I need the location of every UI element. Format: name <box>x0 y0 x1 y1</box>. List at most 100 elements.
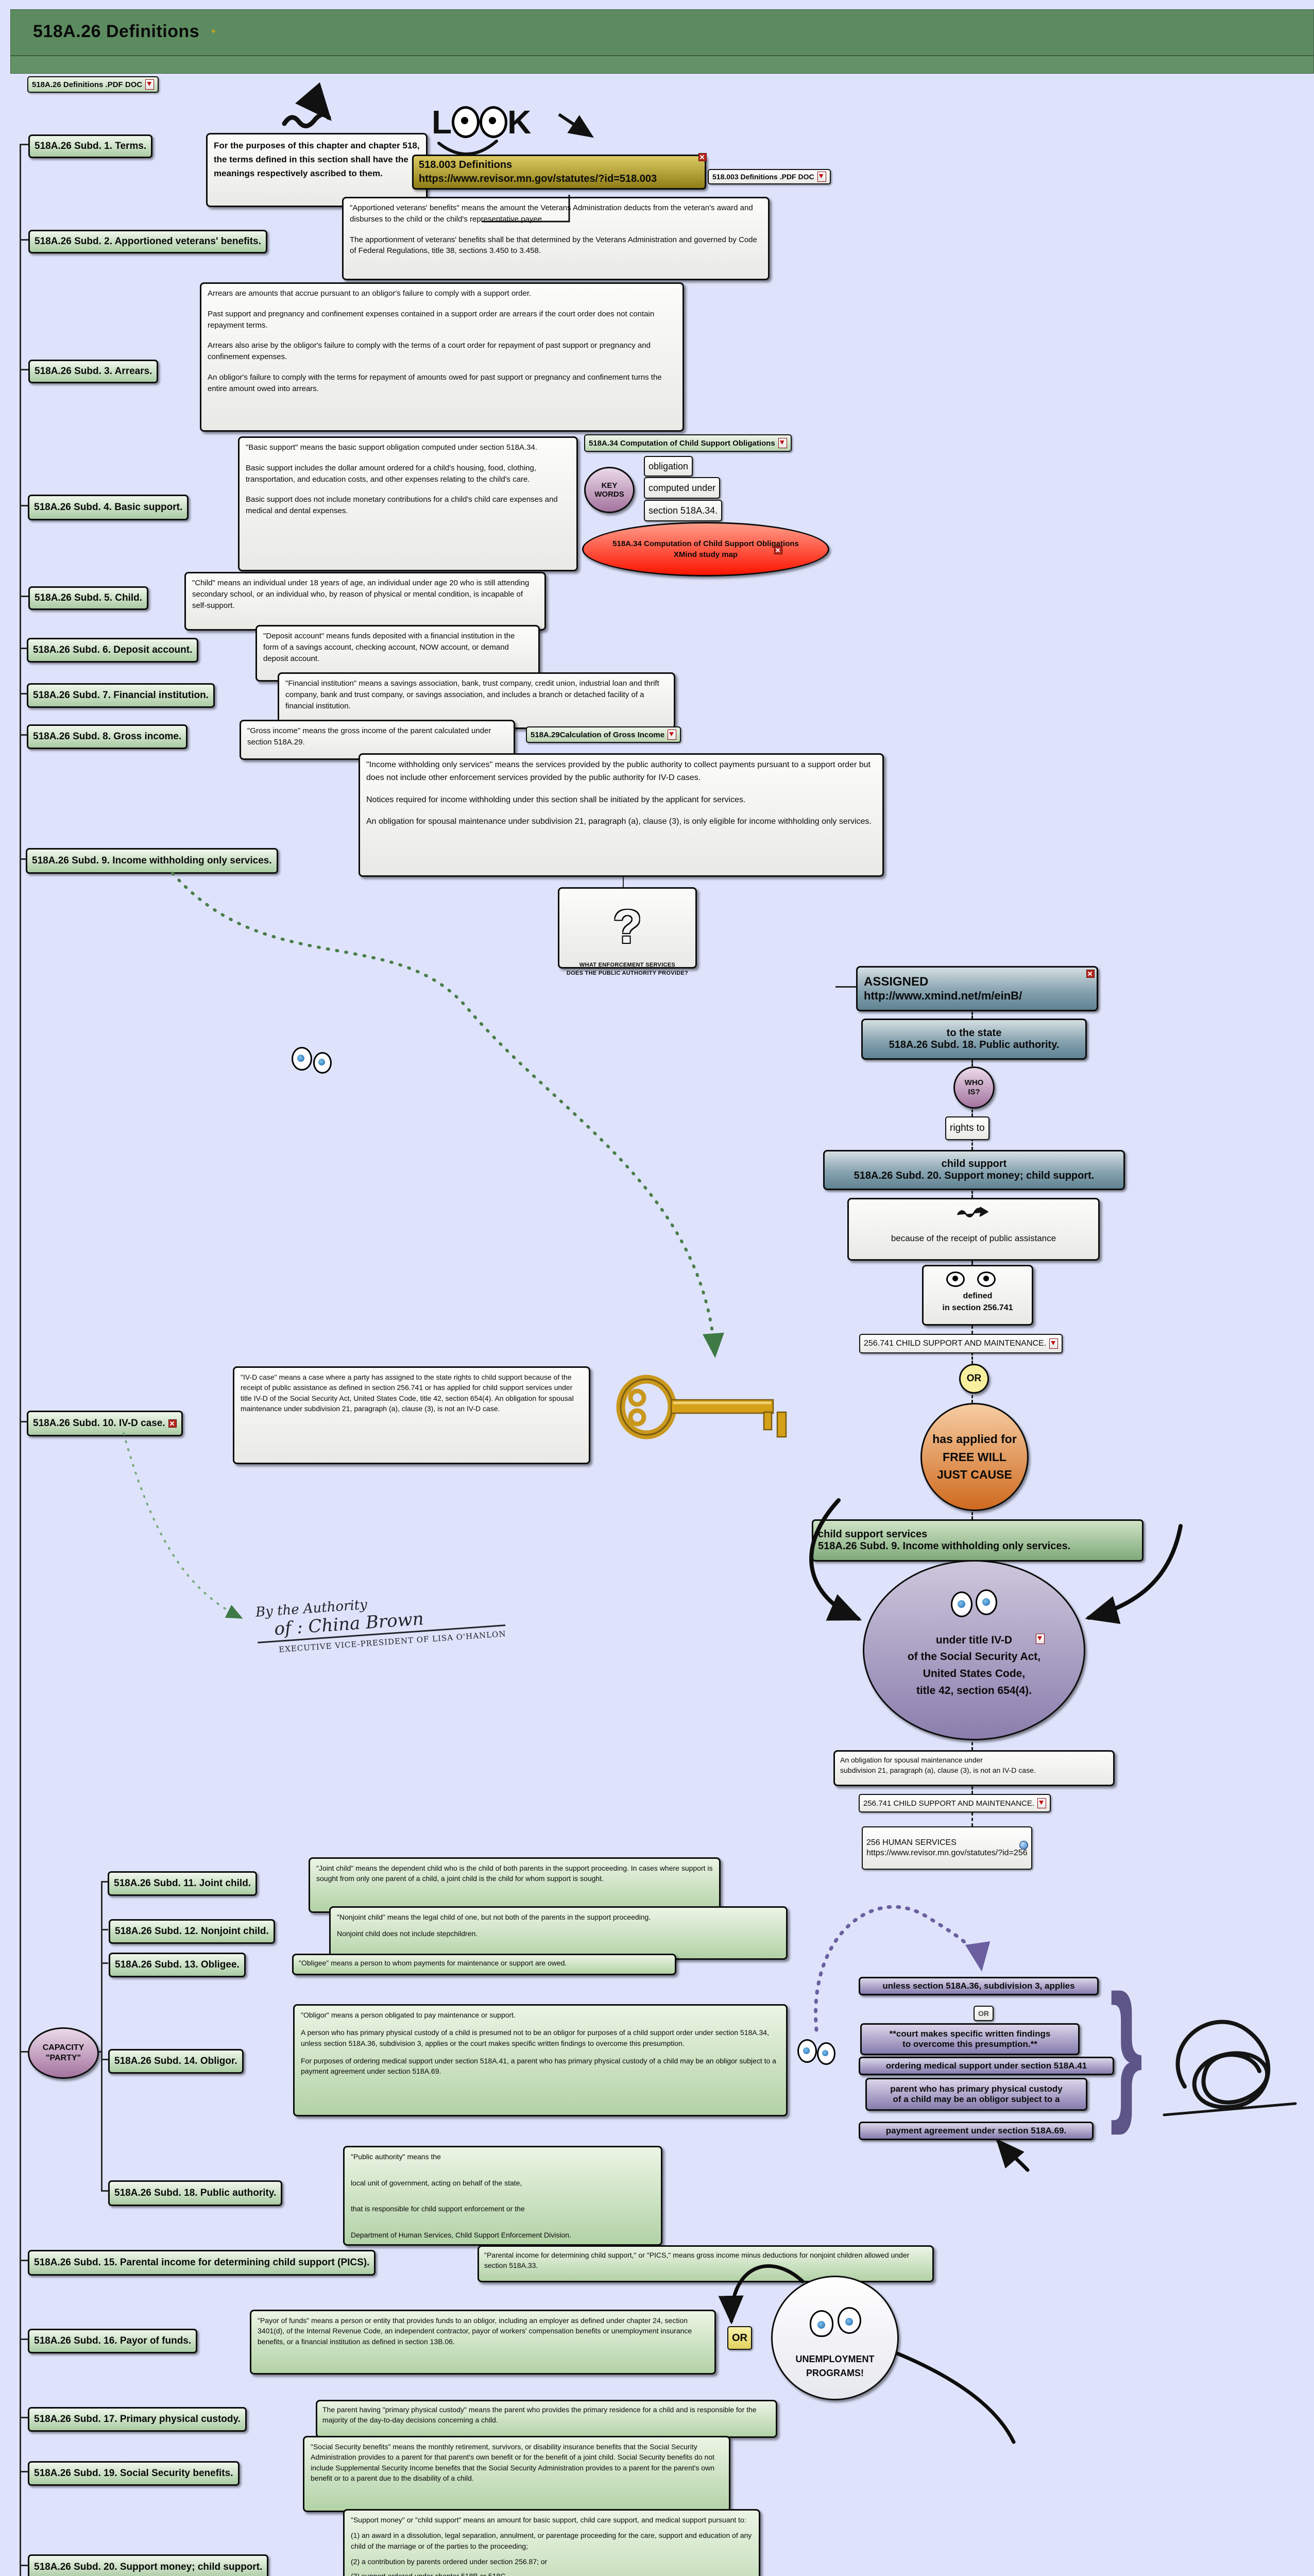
attachment-518a26-pdf[interactable]: 518A.26 Definitions .PDF DOC <box>27 76 159 93</box>
def-subd2[interactable]: "Apportioned veterans' benefits" means t… <box>342 197 770 280</box>
close-icon[interactable] <box>1086 970 1095 978</box>
pdf-icon[interactable] <box>1049 1338 1059 1349</box>
def-subd10[interactable]: "IV-D case" means a case where a party h… <box>233 1366 590 1464</box>
def-subd7[interactable]: "Financial institution" means a savings … <box>278 672 675 729</box>
topic-subd15-pics[interactable]: 518A.26 Subd. 15. Parental income for de… <box>28 2250 376 2276</box>
link-518003[interactable]: 518.003 Definitions https://www.revisor.… <box>412 153 707 190</box>
def-subd20[interactable]: "Support money" or "child support" means… <box>343 2509 760 2576</box>
link-url[interactable]: https://www.revisor.mn.gov/statutes/?id=… <box>866 1849 1028 1857</box>
pres-court-box[interactable]: **court makes specific written findings … <box>860 2023 1080 2055</box>
topic-subd18-public-authority[interactable]: 518A.26 Subd. 18. Public authority. <box>108 2180 283 2206</box>
topic-subd3-arrears[interactable]: 518A.26 Subd. 3. Arrears. <box>28 360 159 383</box>
chain-connector <box>971 1187 973 1198</box>
topic-subd7-financial[interactable]: 518A.26 Subd. 7. Financial institution. <box>27 683 215 708</box>
keyword-computed-under[interactable]: computed under <box>644 477 721 499</box>
capacity-party-ellipse[interactable]: CAPACITY "PARTY" <box>28 2027 99 2079</box>
topic-subd10-ivd-case[interactable]: 518A.26 Subd. 10. IV-D case. <box>27 1411 183 1436</box>
question-box[interactable]: ? WHAT ENFORCEMENT SERVICES DOES THE PUB… <box>558 887 697 976</box>
topic-child-support-services[interactable]: child support services 518A.26 Subd. 9. … <box>812 1519 1144 1562</box>
topic-child-support[interactable]: child support 518A.26 Subd. 20. Support … <box>823 1150 1125 1190</box>
who-is-ellipse[interactable]: WHO IS? <box>953 1066 995 1109</box>
attachment-256741-2[interactable]: 256.741 CHILD SUPPORT AND MAINTENANCE. <box>859 1794 1051 1812</box>
xmind-study-map-ellipse[interactable]: 518A.34 Computation of Child Support Obl… <box>582 522 829 577</box>
def-subd14[interactable]: "Obligor" means a person obligated to pa… <box>293 2004 788 2116</box>
topic-subd2-veterans[interactable]: 518A.26 Subd. 2. Apportioned veterans' b… <box>28 230 267 253</box>
topic-label: 518A.26 Subd. 7. Financial institution. <box>33 690 209 701</box>
not-ivd-box[interactable]: An obligation for spousal maintenance un… <box>833 1750 1115 1786</box>
pres-unless-box[interactable]: unless section 518A.36, subdivision 3, a… <box>859 1977 1099 1995</box>
chain-text: defined <box>963 1292 993 1300</box>
topic-label: 518A.26 Subd. 16. Payor of funds. <box>34 2335 192 2346</box>
def-subd19[interactable]: "Social Security benefits" means the mon… <box>303 2436 730 2512</box>
topic-subd5-child[interactable]: 518A.26 Subd. 5. Child. <box>28 586 149 610</box>
topic-subd14-obligor[interactable]: 518A.26 Subd. 14. Obligor. <box>108 2049 244 2074</box>
keyword-section-518a34[interactable]: section 518A.34. <box>644 500 723 521</box>
free-will-text: FREE WILL <box>943 1450 1006 1464</box>
topic-subd17-custody[interactable]: 518A.26 Subd. 17. Primary physical custo… <box>28 2407 247 2432</box>
topic-subd20-support-money[interactable]: 518A.26 Subd. 20. Support money; child s… <box>28 2554 269 2576</box>
def-text: "Obligee" means a person to whom payment… <box>299 1959 567 1967</box>
topic-subd13-obligee[interactable]: 518A.26 Subd. 13. Obligee. <box>109 1953 246 1977</box>
attachment-518a29[interactable]: 518A.29Calculation of Gross Income <box>526 726 681 743</box>
pres-parent-box[interactable]: parent who has primary physical custody … <box>865 2078 1087 2111</box>
close-icon[interactable] <box>774 546 782 554</box>
topic-because-box[interactable]: because of the receipt of public assista… <box>847 1198 1100 1261</box>
link-256-human-services[interactable]: 256 HUMAN SERVICES https://www.revisor.m… <box>862 1826 1032 1870</box>
topic-subd4-basic-support[interactable]: 518A.26 Subd. 4. Basic support. <box>28 495 189 520</box>
unemployment-ellipse[interactable]: UNEMPLOYMENT PROGRAMS! <box>771 2276 899 2400</box>
topic-subd12-nonjoint-child[interactable]: 518A.26 Subd. 12. Nonjoint child. <box>109 1919 275 1944</box>
topic-subd8-gross-income[interactable]: 518A.26 Subd. 8. Gross income. <box>27 724 188 749</box>
def-subd12[interactable]: "Nonjoint child" means the legal child o… <box>329 1906 788 1960</box>
unemployment-text: UNEMPLOYMENT <box>795 2354 875 2364</box>
def-subd18[interactable]: "Public authority" means the local unit … <box>343 2146 662 2246</box>
def-subd9[interactable]: "Income withholding only services" means… <box>359 753 884 877</box>
def-subd6[interactable]: "Deposit account" means funds deposited … <box>255 625 540 682</box>
topic-subd1-terms[interactable]: 518A.26 Subd. 1. Terms. <box>28 134 153 158</box>
def-text: "Basic support" means the basic support … <box>246 443 537 452</box>
topic-to-the-state[interactable]: to the state 518A.26 Subd. 18. Public au… <box>861 1019 1087 1060</box>
topic-subd19-social-security[interactable]: 518A.26 Subd. 19. Social Security benefi… <box>28 2461 240 2486</box>
def-subd3[interactable]: Arrears are amounts that accrue pursuant… <box>200 282 684 432</box>
link-url[interactable]: https://www.revisor.mn.gov/statutes/?id=… <box>419 173 657 184</box>
close-icon[interactable] <box>698 153 707 161</box>
attachment-256741-1[interactable]: 256.741 CHILD SUPPORT AND MAINTENANCE. <box>859 1334 1063 1353</box>
globe-icon[interactable] <box>1019 1841 1028 1850</box>
def-text: Notices required for income withholding … <box>366 795 746 804</box>
def-text: "Financial institution" means a savings … <box>285 679 659 710</box>
attachment-518a34[interactable]: 518A.34 Computation of Child Support Obl… <box>584 434 792 452</box>
assigned-url[interactable]: http://www.xmind.net/m/einB/ <box>864 989 1022 1002</box>
keywords-ellipse[interactable]: KEY WORDS <box>584 467 635 513</box>
close-icon[interactable] <box>168 1419 177 1428</box>
def-subd4[interactable]: "Basic support" means the basic support … <box>238 436 578 571</box>
pdf-icon[interactable] <box>778 438 787 448</box>
def-subd11[interactable]: "Joint child" means the dependent child … <box>309 1857 721 1913</box>
pdf-icon[interactable] <box>1037 1798 1047 1808</box>
pres-payment-box[interactable]: payment agreement under section 518A.69. <box>859 2122 1094 2140</box>
pdf-icon[interactable] <box>145 79 155 90</box>
title-ivd-ellipse[interactable]: under title IV-D of the Social Security … <box>863 1560 1085 1740</box>
topic-subd16-payor[interactable]: 518A.26 Subd. 16. Payor of funds. <box>28 2329 198 2353</box>
topic-subd9-income-withholding[interactable]: 518A.26 Subd. 9. Income withholding only… <box>26 848 278 874</box>
def-subd17[interactable]: The parent having "primary physical cust… <box>316 2400 777 2438</box>
free-will-circle[interactable]: has applied for FREE WILL JUST CAUSE <box>920 1403 1029 1511</box>
pdf-icon[interactable] <box>668 730 677 740</box>
def-subd15[interactable]: "Parental income for determining child s… <box>477 2245 934 2282</box>
or-circle[interactable]: OR <box>959 1364 989 1394</box>
attachment-518003-pdf[interactable]: 518.003 Definitions .PDF DOC <box>708 169 831 184</box>
pres-or-box[interactable]: OR <box>974 2006 994 2021</box>
stub <box>101 2059 108 2060</box>
def-subd1[interactable]: For the purposes of this chapter and cha… <box>206 133 428 207</box>
def-subd13[interactable]: "Obligee" means a person to whom payment… <box>292 1954 676 1975</box>
def-subd16[interactable]: "Payor of funds" means a person or entit… <box>250 2310 716 2375</box>
topic-subd11-joint-child[interactable]: 518A.26 Subd. 11. Joint child. <box>108 1871 258 1896</box>
topic-rights-to[interactable]: rights to <box>945 1116 989 1140</box>
topic-subd6-deposit[interactable]: 518A.26 Subd. 6. Deposit account. <box>27 638 199 663</box>
def-subd5[interactable]: "Child" means an individual under 18 yea… <box>184 572 546 631</box>
pres-ordering-box[interactable]: ordering medical support under section 5… <box>859 2057 1114 2075</box>
topic-defined-box[interactable]: defined in section 256.741 <box>922 1265 1033 1326</box>
unemp-or-box[interactable]: OR <box>727 2326 752 2350</box>
pdf-icon[interactable] <box>1036 1634 1045 1644</box>
keyword-obligation[interactable]: obligation <box>644 456 693 477</box>
topic-assigned[interactable]: ASSIGNED http://www.xmind.net/m/einB/ <box>856 966 1098 1011</box>
pdf-icon[interactable] <box>817 172 826 182</box>
